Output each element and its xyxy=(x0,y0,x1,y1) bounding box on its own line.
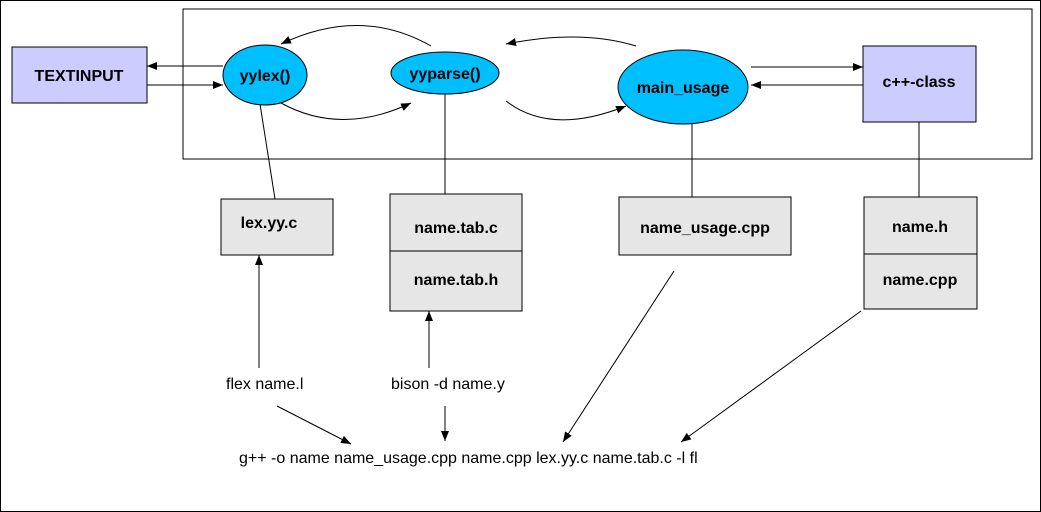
yyparse-to-yylex-curve xyxy=(280,25,432,47)
svg-text:lex.yy.c: lex.yy.c xyxy=(241,215,298,232)
flex-to-gpp-arrow xyxy=(276,405,352,445)
runtime-boundary xyxy=(182,8,1033,160)
namecpp-to-gpp-arrow xyxy=(680,310,862,443)
main-usage-label: main_usage xyxy=(637,80,730,97)
yylex-node: yylex() xyxy=(222,44,308,106)
yyparse-node: yyparse() xyxy=(390,51,500,95)
yylex-to-lexyyc-line xyxy=(259,103,276,200)
file-name-h: name.h xyxy=(863,196,978,255)
svg-text:name.cpp: name.cpp xyxy=(883,272,958,289)
yylex-to-yyparse-curve xyxy=(280,102,412,120)
svg-text:name.tab.c: name.tab.c xyxy=(414,220,498,237)
yyparse-label: yyparse() xyxy=(409,66,480,83)
gpp-command: g++ -o name name_usage.cpp name.cpp lex.… xyxy=(239,450,698,467)
yylex-label: yylex() xyxy=(240,68,291,85)
svg-text:name.h: name.h xyxy=(892,219,948,236)
svg-text:name_usage.cpp: name_usage.cpp xyxy=(640,220,770,237)
mainusage-to-yyparse-curve xyxy=(505,36,637,47)
nameusagecpp-to-gpp-arrow xyxy=(562,270,675,443)
cpp-class-label: c++-class xyxy=(883,74,956,91)
flex-command: flex name.l xyxy=(226,376,303,393)
file-name-usage-cpp: name_usage.cpp xyxy=(618,196,792,256)
textinput-node: TEXTINPUT xyxy=(11,46,148,104)
cpp-class-node: c++-class xyxy=(862,45,977,123)
yyparse-to-mainusage-curve xyxy=(505,100,627,121)
bison-command: bison -d name.y xyxy=(391,376,505,393)
textinput-label: TEXTINPUT xyxy=(35,68,124,85)
svg-text:name.tab.h: name.tab.h xyxy=(414,272,498,289)
file-name-tab-h: name.tab.h xyxy=(389,250,523,312)
main-usage-node: main_usage xyxy=(617,49,749,125)
file-name-cpp: name.cpp xyxy=(863,253,978,310)
file-name-tab-c: name.tab.c xyxy=(389,193,523,252)
file-lex-yy-c: lex.yy.c xyxy=(220,198,334,256)
